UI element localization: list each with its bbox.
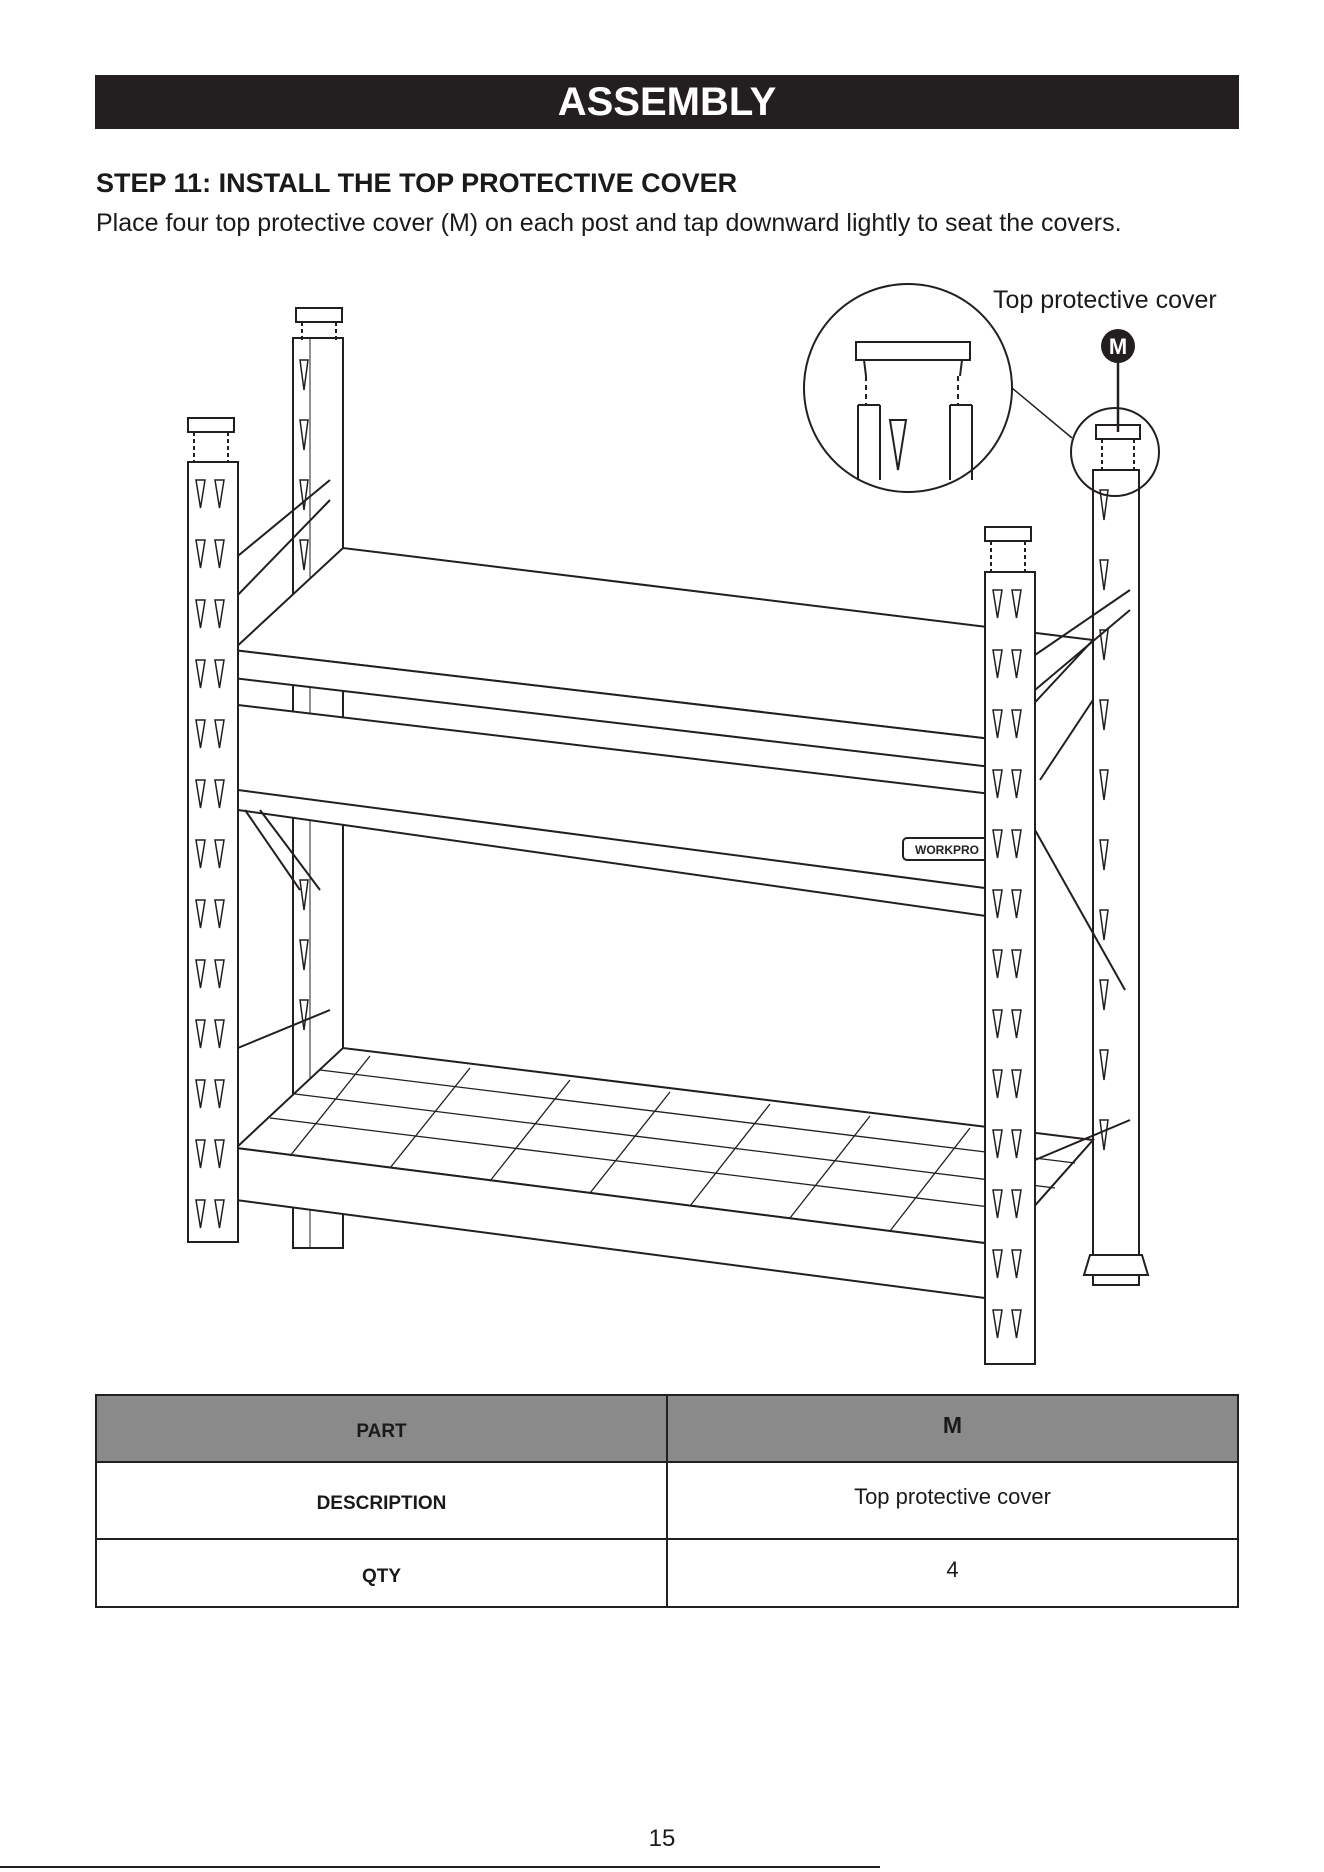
table-header-cell: PART xyxy=(96,1395,667,1462)
front-right-post xyxy=(985,572,1035,1364)
detail-magnifier xyxy=(804,284,1072,492)
table-header-cell: M xyxy=(667,1395,1238,1462)
front-left-post xyxy=(188,462,238,1242)
table-row: DESCRIPTION Top protective cover xyxy=(96,1462,1238,1539)
table-row: PART M xyxy=(96,1395,1238,1462)
table-row: QTY 4 xyxy=(96,1539,1238,1607)
top-cover-front-right xyxy=(985,527,1031,572)
top-shelf xyxy=(233,548,1093,918)
svg-text:WORKPRO: WORKPRO xyxy=(915,843,979,857)
table-cell-label: QTY xyxy=(96,1539,667,1607)
part-badge-m: M xyxy=(1101,329,1135,432)
back-right-post xyxy=(1084,470,1148,1285)
table-cell-value: 4 xyxy=(667,1539,1238,1607)
brand-label: WORKPRO xyxy=(903,838,991,860)
bottom-wire-shelf xyxy=(236,1048,1093,1300)
table-cell-value: Top protective cover xyxy=(667,1462,1238,1539)
shelf-assembly-illustration: WORKPRO xyxy=(0,0,1324,1380)
table-cell-label: DESCRIPTION xyxy=(96,1462,667,1539)
page-number: 15 xyxy=(0,1825,1324,1853)
top-cover-front-left xyxy=(188,418,234,462)
footer-divider xyxy=(0,1866,880,1868)
top-cover-back-left xyxy=(296,308,342,340)
svg-text:M: M xyxy=(1109,334,1127,359)
parts-table: PART M DESCRIPTION Top protective cover … xyxy=(95,1394,1239,1608)
